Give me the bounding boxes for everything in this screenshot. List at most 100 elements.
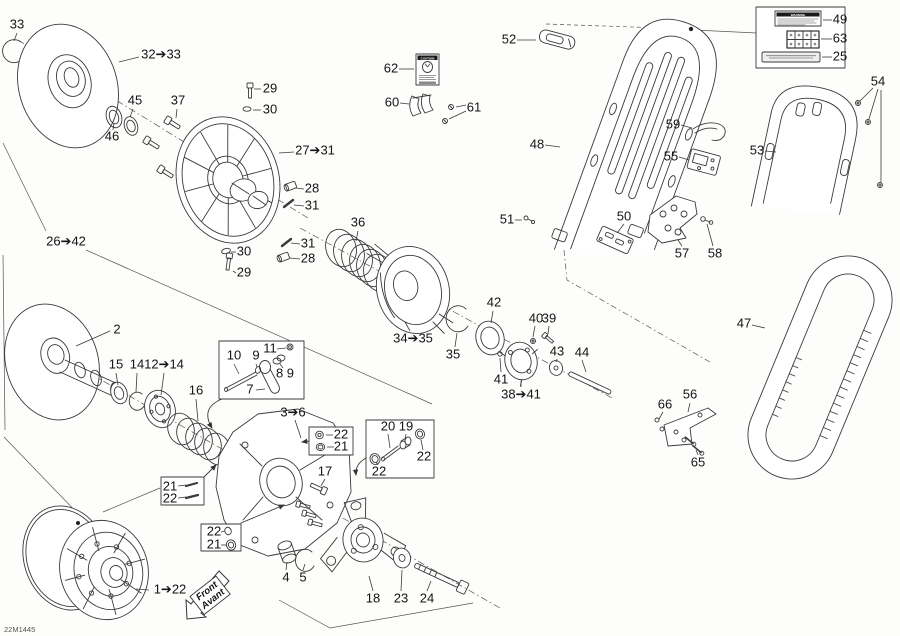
leader-line: [695, 449, 699, 456]
callout-26-42: 26➔42: [46, 233, 86, 248]
leader-line: [547, 325, 550, 335]
callout-31: 31: [305, 197, 319, 212]
housing-bolts: [295, 500, 323, 528]
upper-fixed-sheave-32-33: [17, 23, 119, 149]
callout-27-31: 27➔31: [295, 142, 335, 157]
leader-line: [680, 124, 693, 129]
bolt-39: [541, 332, 555, 344]
callout-2: 2: [113, 321, 120, 336]
leader-line: [859, 87, 874, 102]
callout-8-9: 8 9: [276, 365, 294, 380]
leader-line: [302, 563, 306, 571]
callout-53: 53: [750, 142, 764, 157]
part-code: 22M1445: [4, 625, 35, 634]
callout-60: 60: [385, 94, 399, 109]
drive-pulley-27-31: [175, 116, 281, 244]
callout-30: 30: [263, 101, 277, 116]
callout-22: 22: [417, 448, 431, 463]
screws-51: [523, 215, 536, 225]
callout-29: 29: [237, 264, 251, 279]
callout-23: 23: [394, 590, 408, 605]
lever-7: [259, 360, 280, 394]
leader-line: [687, 402, 691, 413]
pin-31-lower: [280, 237, 293, 248]
leader-line: [255, 363, 258, 368]
strip-sticker-25: [761, 51, 821, 63]
leader-line: [499, 357, 502, 373]
callout-15: 15: [109, 356, 123, 371]
leader-line: [233, 363, 240, 375]
leader-line: [177, 484, 187, 487]
callout-66: 66: [658, 396, 672, 411]
callout-41: 41: [494, 371, 508, 386]
leader-line: [420, 439, 424, 451]
callout-leader-lines: [13, 19, 882, 592]
o-ring-30-top: [242, 106, 252, 112]
callout-25: 25: [833, 48, 847, 63]
plug-28-upper: [283, 180, 297, 192]
leader-line: [290, 242, 301, 245]
leader-line: [764, 150, 777, 153]
roller-8-9: [272, 354, 286, 365]
guard-reference-dot: [688, 26, 694, 32]
orings-box-22-21: [200, 504, 285, 552]
callout-22: 22: [207, 523, 221, 538]
leader-line: [678, 156, 690, 161]
callout-46: 46: [105, 128, 119, 143]
front-direction-arrow: Front Avant: [185, 570, 231, 620]
leader-line: [294, 419, 302, 439]
screws-58: [700, 216, 714, 225]
callout-54: 54: [871, 73, 885, 88]
bolt-37-c: [156, 164, 174, 179]
washer-42: [475, 320, 505, 356]
bolt-29-top: [246, 82, 254, 99]
leader-line: [490, 310, 494, 324]
leader-line: [295, 187, 305, 190]
leader-line: [532, 325, 536, 338]
leader-line: [112, 122, 115, 131]
handle-52: [538, 29, 576, 50]
callout-29: 29: [263, 80, 277, 95]
bolt-24: [414, 562, 470, 595]
nut-11: [286, 343, 294, 351]
callout-17: 17: [318, 463, 332, 478]
callout-47: 47: [737, 315, 751, 330]
callout-39: 39: [542, 310, 556, 325]
callout-28: 28: [305, 180, 319, 195]
callout-57: 57: [675, 245, 689, 260]
callout-32-33: 32➔33: [141, 46, 181, 61]
caution-sticker-text: CAUTION: [421, 56, 435, 60]
leader-line: [13, 32, 18, 42]
leader-line: [135, 372, 138, 393]
leader-line: [454, 332, 458, 348]
snap-ring-35: [445, 305, 469, 333]
pin-10: [224, 371, 258, 392]
leader-line: [426, 580, 432, 592]
warning-sticker-text: WARNING: [791, 13, 806, 17]
leader-line: [400, 569, 403, 592]
callout-22: 22: [372, 463, 386, 478]
leader-line: [404, 433, 407, 442]
leader-line: [278, 151, 295, 154]
leader-line: [677, 239, 683, 247]
callout-33: 33: [10, 16, 24, 31]
leader-line: [160, 372, 165, 396]
driven-fixed-sheave-2: [4, 303, 124, 421]
leader-line: [175, 108, 178, 119]
drive-belt-47: [747, 255, 893, 480]
spring-16: [167, 412, 231, 466]
leader-line: [355, 230, 359, 242]
belt-guard-48: [551, 18, 717, 250]
leader-line: [285, 561, 288, 571]
callout-16: 16: [189, 382, 203, 397]
callout-35: 35: [446, 346, 460, 361]
callout-3-6: 3➔6: [280, 404, 305, 419]
callout-52: 52: [502, 31, 516, 46]
bolt-17: [309, 482, 328, 496]
spider-18: [320, 497, 407, 573]
snap-ring-14: [128, 391, 145, 411]
callout-11: 11: [263, 340, 277, 355]
leader-line: [368, 575, 374, 592]
